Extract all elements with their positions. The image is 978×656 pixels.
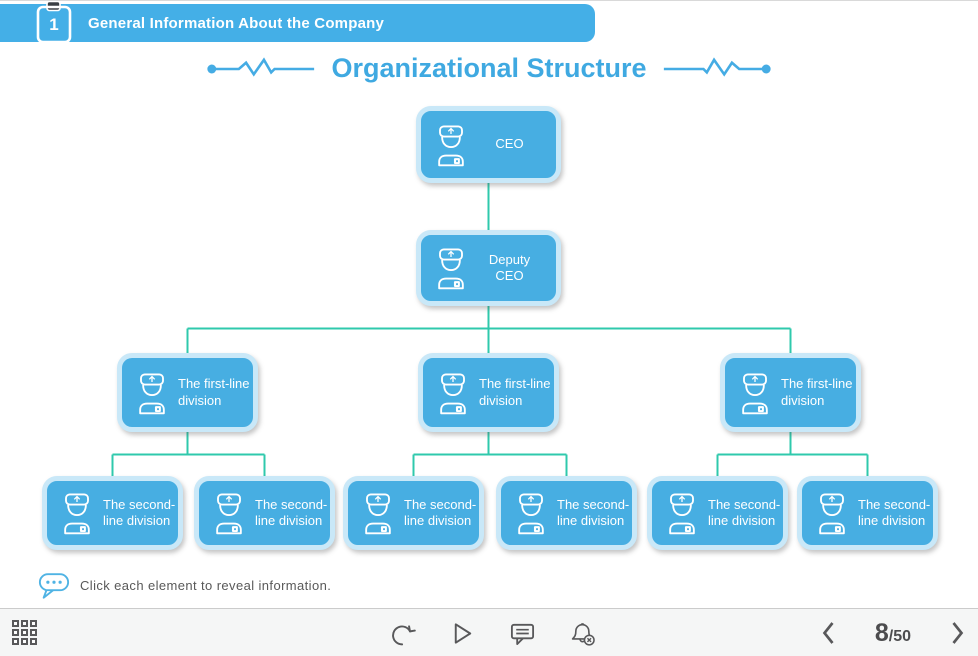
chevron-left-icon[interactable] — [820, 620, 837, 646]
officer-avatar-icon — [514, 491, 548, 535]
org-node-label: CEO — [495, 136, 524, 152]
org-node-first-line-2[interactable]: The first-line division — [418, 353, 559, 432]
org-node-second-line-1[interactable]: The second-line division — [42, 476, 183, 550]
chevron-right-icon[interactable] — [949, 620, 966, 646]
comments-icon[interactable] — [509, 620, 536, 647]
header-title: General Information About the Company — [88, 14, 385, 32]
clipboard-icon: 1 — [36, 1, 72, 44]
slide-title: Organizational Structure — [331, 53, 647, 83]
org-node-ceo[interactable]: CEO — [416, 106, 561, 183]
player-right-controls: 8/50 — [820, 609, 966, 656]
org-node-second-line-3[interactable]: The second-line division — [343, 476, 484, 550]
org-node-label: The first-line division — [479, 376, 551, 408]
speech-bubble-icon — [38, 573, 70, 599]
pulse-line-right-icon — [660, 56, 772, 82]
play-icon[interactable] — [449, 620, 476, 647]
officer-avatar-icon — [434, 123, 468, 167]
header-badge-number: 1 — [49, 15, 58, 34]
org-node-second-line-2[interactable]: The second-line division — [194, 476, 335, 550]
title-row: Organizational Structure — [0, 53, 978, 84]
header-banner: 1 General Information About the Company — [0, 1, 595, 44]
org-node-first-line-3[interactable]: The first-line division — [720, 353, 861, 432]
org-node-label: The second-line division — [103, 496, 176, 528]
officer-avatar-icon — [212, 491, 246, 535]
org-node-label: The first-line division — [178, 376, 250, 408]
org-node-second-line-5[interactable]: The second-line division — [647, 476, 788, 550]
player-center-controls — [389, 609, 596, 656]
officer-avatar-icon — [434, 246, 468, 290]
org-node-deputy-ceo[interactable]: Deputy CEO — [416, 230, 561, 306]
pager-separator: / — [888, 627, 894, 645]
org-node-label: The second-line division — [708, 496, 781, 528]
org-node-first-line-1[interactable]: The first-line division — [117, 353, 258, 432]
menu-grid-icon[interactable] — [12, 620, 37, 645]
officer-avatar-icon — [361, 491, 395, 535]
instruction-text: Click each element to reveal information… — [80, 578, 332, 593]
org-node-label: The second-line division — [557, 496, 630, 528]
org-node-label: The second-line division — [255, 496, 328, 528]
org-node-label: The second-line division — [858, 496, 931, 528]
officer-avatar-icon — [815, 491, 849, 535]
officer-avatar-icon — [665, 491, 699, 535]
instruction-note: Click each element to reveal information… — [38, 571, 331, 600]
player-bar: 8/50 — [0, 608, 978, 656]
pulse-line-left-icon — [206, 56, 318, 82]
org-node-label: The second-line division — [404, 496, 477, 528]
org-node-second-line-4[interactable]: The second-line division — [496, 476, 637, 550]
replay-icon[interactable] — [389, 620, 416, 647]
slide-pager: 8/50 — [875, 619, 911, 648]
org-node-label: The first-line division — [781, 376, 853, 408]
pager-current: 8 — [874, 618, 889, 647]
officer-avatar-icon — [738, 371, 772, 415]
pager-total: 50 — [893, 627, 911, 645]
officer-avatar-icon — [60, 491, 94, 535]
officer-avatar-icon — [436, 371, 470, 415]
notifications-muted-icon[interactable] — [569, 620, 596, 647]
officer-avatar-icon — [135, 371, 169, 415]
org-node-second-line-6[interactable]: The second-line division — [797, 476, 938, 550]
org-node-label: Deputy CEO — [488, 251, 531, 283]
